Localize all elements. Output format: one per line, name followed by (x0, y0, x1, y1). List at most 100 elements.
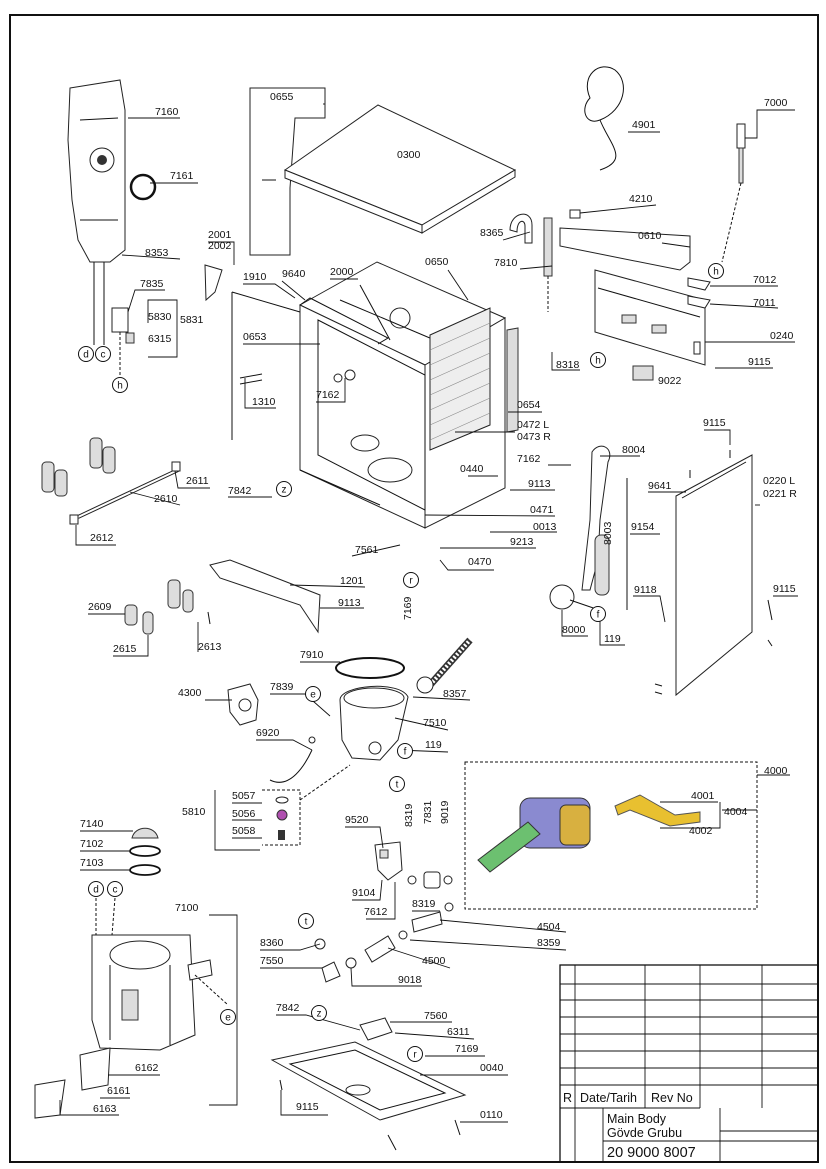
connection-marker: f (590, 606, 606, 622)
part-label-vertical: 7831 (422, 800, 434, 824)
part-label: 0110 (480, 1109, 503, 1121)
marker-circle (311, 1005, 327, 1021)
part-label: 5056 (232, 808, 256, 820)
part-label: 2612 (90, 532, 114, 544)
marker-letter: f (597, 610, 600, 621)
connection-marker: h (590, 352, 606, 368)
connection-marker: c (95, 346, 111, 362)
marker-letter: c (113, 885, 118, 896)
part-label: 8319 (412, 898, 436, 910)
part-label: 2002 (208, 240, 232, 252)
connection-marker: z (276, 481, 292, 497)
part-label: 6162 (135, 1062, 159, 1074)
marker-letter: r (413, 1050, 417, 1061)
part-label: 7169 (455, 1043, 479, 1055)
marker-letter: t (305, 917, 308, 928)
part-label: 9520 (345, 814, 369, 826)
marker-circle (397, 743, 413, 759)
part-label: 0013 (533, 521, 557, 533)
part-label: 9018 (398, 974, 422, 986)
drawing-title-en: Main Body (607, 1112, 667, 1126)
marker-circle (389, 776, 405, 792)
marker-circle (78, 346, 94, 362)
part-label: 2610 (154, 493, 178, 505)
title-block: R Date/Tarih Rev No Main Body Gövde Grub… (559, 964, 819, 1163)
marker-circle (107, 881, 123, 897)
part-label: 7810 (494, 257, 518, 269)
part-label: 9640 (282, 268, 306, 280)
part-label-vertical: 7169 (402, 596, 414, 620)
connection-marker: h (112, 377, 128, 393)
part-label: 2609 (88, 601, 112, 613)
marker-letter: d (83, 350, 89, 361)
part-label: 7839 (270, 681, 294, 693)
marker-circle (112, 377, 128, 393)
part-label: 0221 R (763, 488, 797, 500)
marker-letter: c (101, 350, 106, 361)
marker-circle (220, 1009, 236, 1025)
part-label: 4500 (422, 955, 446, 967)
part-label: 7612 (364, 906, 388, 918)
part-label: 5830 (148, 311, 172, 323)
part-label: 9104 (352, 887, 376, 899)
part-label: 0471 (530, 504, 554, 516)
marker-letter: d (93, 885, 99, 896)
rev-no-header: Rev No (651, 1091, 693, 1105)
part-label: 7160 (155, 106, 179, 118)
part-label: 7000 (764, 97, 788, 109)
part-label: 6163 (93, 1103, 117, 1115)
marker-letter: t (396, 780, 399, 791)
part-label: 9115 (703, 417, 726, 429)
connection-marker: z (311, 1005, 327, 1021)
marker-circle (88, 881, 104, 897)
marker-circle (708, 263, 724, 279)
marker-circle (403, 572, 419, 588)
marker-letter: z (282, 485, 287, 496)
part-label: 4001 (691, 790, 715, 802)
part-label: 8365 (480, 227, 504, 239)
marker-letter: h (713, 267, 719, 278)
marker-letter: e (225, 1013, 231, 1024)
connection-marker: c (107, 881, 123, 897)
connection-marker: e (220, 1009, 236, 1025)
marker-letter: r (409, 576, 413, 587)
marker-circle (407, 1046, 423, 1062)
part-label: 8318 (556, 359, 580, 371)
part-label: 0040 (480, 1062, 504, 1074)
part-label: 8004 (622, 444, 646, 456)
part-label-vertical: 8003 (602, 521, 614, 545)
part-label: 9115 (748, 356, 771, 368)
part-label: 0220 L (763, 475, 795, 487)
part-illustrations (34, 66, 773, 1151)
marker-circle (298, 913, 314, 929)
part-label: 5058 (232, 825, 256, 837)
marker-circle (95, 346, 111, 362)
part-label: 9641 (648, 480, 672, 492)
part-label: 0470 (468, 556, 492, 568)
part-label: 6311 (447, 1026, 470, 1038)
part-label: 7162 (517, 453, 541, 465)
part-label: 5831 (180, 314, 204, 326)
part-label: 119 (604, 633, 621, 645)
part-label: 119 (425, 739, 442, 751)
part-label: 1201 (340, 575, 364, 587)
part-label: 7161 (170, 170, 194, 182)
part-label: 9115 (296, 1101, 319, 1113)
part-label-vertical: 9019 (439, 800, 451, 824)
part-label: 4901 (632, 119, 656, 131)
drawing-number: 20 9000 8007 (607, 1145, 696, 1161)
part-label: 0300 (397, 149, 421, 161)
part-label: 7910 (300, 649, 324, 661)
drawing-frame (9, 14, 819, 1163)
part-label: 6161 (107, 1085, 131, 1097)
connection-marker: r (407, 1046, 423, 1062)
part-label: 6315 (148, 333, 172, 345)
part-label: 6920 (256, 727, 280, 739)
part-label: 0610 (638, 230, 662, 242)
connection-marker: d (88, 881, 104, 897)
marker-letter: h (117, 381, 123, 392)
drawing-title-tr: Gövde Grubu (607, 1126, 682, 1140)
